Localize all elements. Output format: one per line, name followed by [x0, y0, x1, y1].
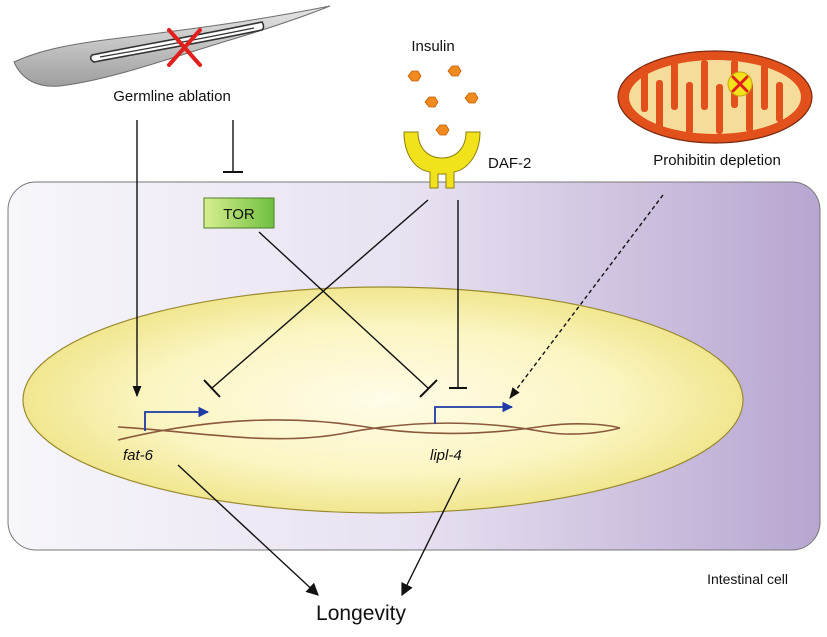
daf2-label: DAF-2 — [488, 155, 531, 172]
pathway-edges — [132, 120, 664, 597]
dna-double-strand — [117, 419, 621, 441]
edge-prohibitin-to-lipl4 — [509, 194, 664, 399]
insulin-molecule-icon — [407, 65, 479, 136]
longevity-label: Longevity — [316, 602, 406, 625]
tor-label: TOR — [223, 206, 255, 223]
intestinal-cell-label: Intestinal cell — [707, 571, 788, 587]
worm-icon — [13, 5, 331, 87]
insulin-label: Insulin — [411, 38, 454, 55]
edge-lipl4-to-longevity — [401, 477, 461, 597]
transcription-start-arrow-icon — [434, 401, 514, 424]
mitochondrion-icon — [617, 50, 813, 144]
edge-daf2-inhibits-fat6-bar — [203, 379, 221, 398]
transcription-start-arrow-icon — [144, 406, 210, 431]
germline-ablation-label: Germline ablation — [113, 88, 231, 105]
nucleus — [22, 286, 744, 514]
gene-fat6-label: fat-6 — [123, 447, 154, 464]
edge-daf2-inhibits-fat6 — [211, 199, 429, 389]
tor-box — [203, 197, 275, 229]
edge-tor-inhibits-lipl4 — [258, 231, 429, 389]
depletion-x-icon — [727, 71, 753, 97]
edge-tor-inhibits-lipl4-bar — [419, 379, 438, 398]
ablation-x-icon — [167, 28, 202, 67]
prohibitin-depletion-label: Prohibitin depletion — [653, 152, 781, 169]
daf2-receptor-icon — [403, 131, 481, 189]
edge-fat6-to-longevity — [177, 464, 319, 596]
gene-lipl4-label: lipl-4 — [430, 447, 462, 464]
